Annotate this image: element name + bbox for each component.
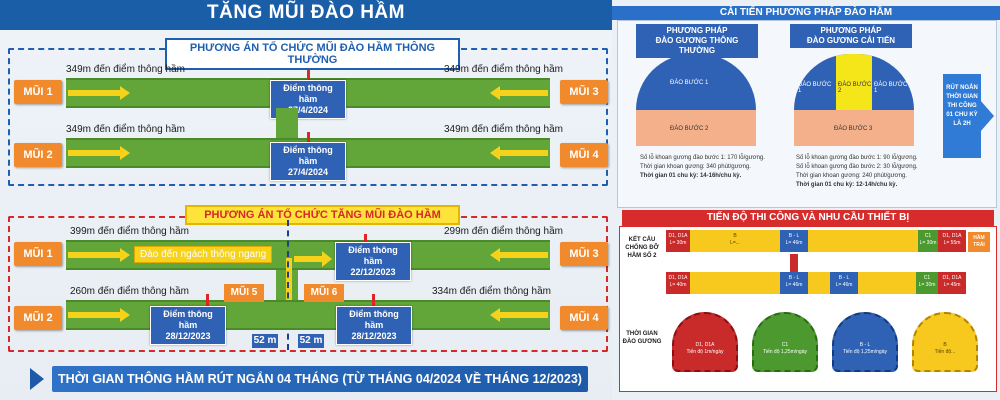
segment-b-fill [808, 230, 918, 252]
arrow-left-icon [490, 308, 500, 322]
old-note: Thời gian 01 chu kỳ: 14-16h/chu kỳ. [640, 173, 742, 179]
new-step3-label: ĐÀO BƯỚC 3 [834, 126, 873, 132]
segment-bl: B - L L= 46m [830, 272, 858, 294]
arrow-right-icon [120, 86, 130, 100]
face-time-label: THỜI GIAN ĐÀO GƯƠNG [622, 331, 662, 345]
arrow-right-icon [68, 90, 120, 96]
face-1-box: MŨI 1 [14, 242, 62, 266]
arrow-left-icon [490, 86, 500, 100]
plan2-row1-breakthrough: Điểm thông hầm 22/12/2023 [335, 242, 411, 281]
plan1-row1-right-distance: 349m đến điểm thông hầm [444, 64, 563, 75]
new-notes: Số lỗ khoan gương đào bước 1: 90 lỗ/gươn… [796, 154, 926, 190]
arrow-left-icon [500, 150, 548, 156]
plan2-tunnel-2 [66, 300, 550, 330]
new-step1-left-label: ĐÀO BƯỚC 1 [798, 82, 832, 94]
face-5-box: MŨI 5 [224, 284, 264, 302]
face-b-icon: B Tiến độ... [912, 312, 978, 372]
face-2-box: MŨI 2 [14, 306, 62, 330]
arrow-right-icon [68, 150, 120, 156]
progress-title: TIẾN ĐỘ THI CÔNG VÀ NHU CẦU THIẾT BỊ [622, 210, 994, 226]
arrow-right-icon [68, 312, 120, 318]
arrow-left-icon [490, 248, 500, 262]
plan1-row2-breakthrough: Điểm thông hầm 27/4/2024 [270, 142, 346, 181]
plan1-row2-left-distance: 349m đến điểm thông hầm [66, 124, 185, 135]
face-bl-icon: B - L Tiến độ 1,25m/ngày [832, 312, 898, 372]
old-note: Số lỗ khoan gương đào bước 1: 170 lỗ/gươ… [640, 155, 765, 161]
arrow-left-icon [490, 146, 500, 160]
plan2-row2-left-distance: 260m đến điểm thông hầm [70, 286, 189, 297]
plan2-title: PHƯƠNG ÁN TỔ CHỨC TĂNG MŨI ĐÀO HẦM [185, 205, 460, 225]
cross-passage [276, 108, 298, 138]
old-face-bottom [636, 110, 756, 146]
old-step1-label: ĐÀO BƯỚC 1 [670, 80, 709, 86]
face-c1-icon: C1 Tiến độ 1,25m/ngày [752, 312, 818, 372]
plan1-title: PHƯƠNG ÁN TỔ CHỨC MŨI ĐÀO HẦM THÔNG THƯỜ… [165, 38, 460, 70]
segment-d1-end: D1, D1A L= 55m [938, 230, 966, 252]
arrow-right-icon [68, 252, 120, 258]
old-notes: Số lỗ khoan gương đào bước 1: 170 lỗ/gươ… [640, 154, 770, 181]
face-1-box: MŨI 1 [14, 80, 62, 104]
segment-bl: B - L L= 46m [780, 230, 808, 252]
segment-b-fill [690, 272, 780, 294]
method-new-title: PHƯƠNG PHÁP ĐÀO GƯƠNG CẢI TIẾN [790, 24, 912, 48]
segment-d1: D1, D1A L= 40m [666, 272, 690, 294]
segment-c1: C1 L= 30m [918, 230, 938, 252]
new-note: Số lỗ khoan gương đào bước 1: 90 lỗ/gươn… [796, 155, 918, 161]
plan2-row1-left-distance: 399m đến điểm thông hầm [70, 226, 189, 237]
face-d1-icon: D1, D1A Tiến độ 1m/ngày [672, 312, 738, 372]
arrow-left-icon [500, 252, 548, 258]
arrow-right-icon [120, 308, 130, 322]
plan1-row1-left-distance: 349m đến điểm thông hầm [66, 64, 185, 75]
improve-title: CẢI TIẾN PHƯƠNG PHÁP ĐÀO HẦM [612, 6, 1000, 20]
method-old-title: PHƯƠNG PHÁP ĐÀO GƯƠNG THÔNG THƯỜNG [636, 24, 758, 58]
length-left-label: 52 m [252, 334, 278, 348]
plan2-row2-left-breakthrough: Điểm thông hầm 28/12/2023 [150, 306, 226, 345]
left-tunnel-badge: HẦM TRÁI [968, 232, 990, 252]
segment-b-fill [808, 272, 830, 294]
arrow-left-icon [500, 312, 548, 318]
face-6-box: MŨI 6 [304, 284, 344, 302]
segment-bl: B - L L= 46m [780, 272, 808, 294]
cycle-reduction-box: RÚT NGẮN THỜI GIAN THI CÔNG 01 CHU KỲ LÀ… [943, 74, 981, 158]
arrow-left-icon [500, 90, 548, 96]
segment-b-fill [858, 272, 916, 294]
support-row-label: KẾT CẤU CHỐNG ĐỠ HẦM SỐ 2 [625, 237, 659, 259]
face-4-box: MŨI 4 [560, 143, 608, 167]
segment-c1: C1 L= 30m [916, 272, 938, 294]
page-title: TĂNG MŨI ĐÀO HẦM [207, 2, 405, 23]
connector-marker [790, 254, 798, 272]
cross-passage-label: Đào đến ngách thông ngang [134, 246, 273, 263]
arrow-vertical-icon [286, 258, 292, 310]
new-step1-right-label: ĐÀO BƯỚC 1 [874, 82, 908, 94]
summary-banner: THỜI GIAN THÔNG HẦM RÚT NGẮN 04 THÁNG (T… [52, 366, 588, 392]
face-3-box: MŨI 3 [560, 80, 608, 104]
old-note: Thời gian khoan gương: 340 phút/gương. [640, 164, 751, 170]
centerline [287, 220, 289, 350]
new-note: Thời gian khoan gương: 240 phút/gương. [796, 173, 907, 179]
segment-d1: D1, D1A L= 30m [666, 230, 690, 252]
segment-d1-end: D1, D1A L= 45m [938, 272, 966, 294]
banner-arrow-icon [30, 368, 44, 390]
arrow-right-icon [322, 251, 332, 267]
new-note: Số lỗ khoan gương đào bước 2: 30 lỗ/gươn… [796, 164, 918, 170]
plan2-row1-right-distance: 299m đến điểm thông hầm [444, 226, 563, 237]
plan2-row2-right-breakthrough: Điểm thông hầm 28/12/2023 [336, 306, 412, 345]
face-2-box: MŨI 2 [14, 143, 62, 167]
arrow-right-icon [120, 248, 130, 262]
arrow-right-icon [980, 100, 994, 132]
face-3-box: MŨI 3 [560, 242, 608, 266]
new-note: Thời gian 01 chu kỳ: 12-14h/chu kỳ. [796, 182, 898, 188]
arrow-right-icon [294, 256, 324, 262]
face-4-box: MŨI 4 [560, 306, 608, 330]
length-right-label: 52 m [298, 334, 324, 348]
segment-b: B L=... [690, 230, 780, 252]
old-step2-label: ĐÀO BƯỚC 2 [670, 126, 709, 132]
new-face-bottom [794, 110, 914, 146]
plan2-row2-right-distance: 334m đến điểm thông hầm [432, 286, 551, 297]
plan1-row2-right-distance: 349m đến điểm thông hầm [444, 124, 563, 135]
new-step2-label: ĐÀO BƯỚC 2 [838, 82, 872, 94]
arrow-right-icon [120, 146, 130, 160]
plan1-row1-breakthrough: Điểm thông hầm 27/4/2024 [270, 80, 346, 119]
